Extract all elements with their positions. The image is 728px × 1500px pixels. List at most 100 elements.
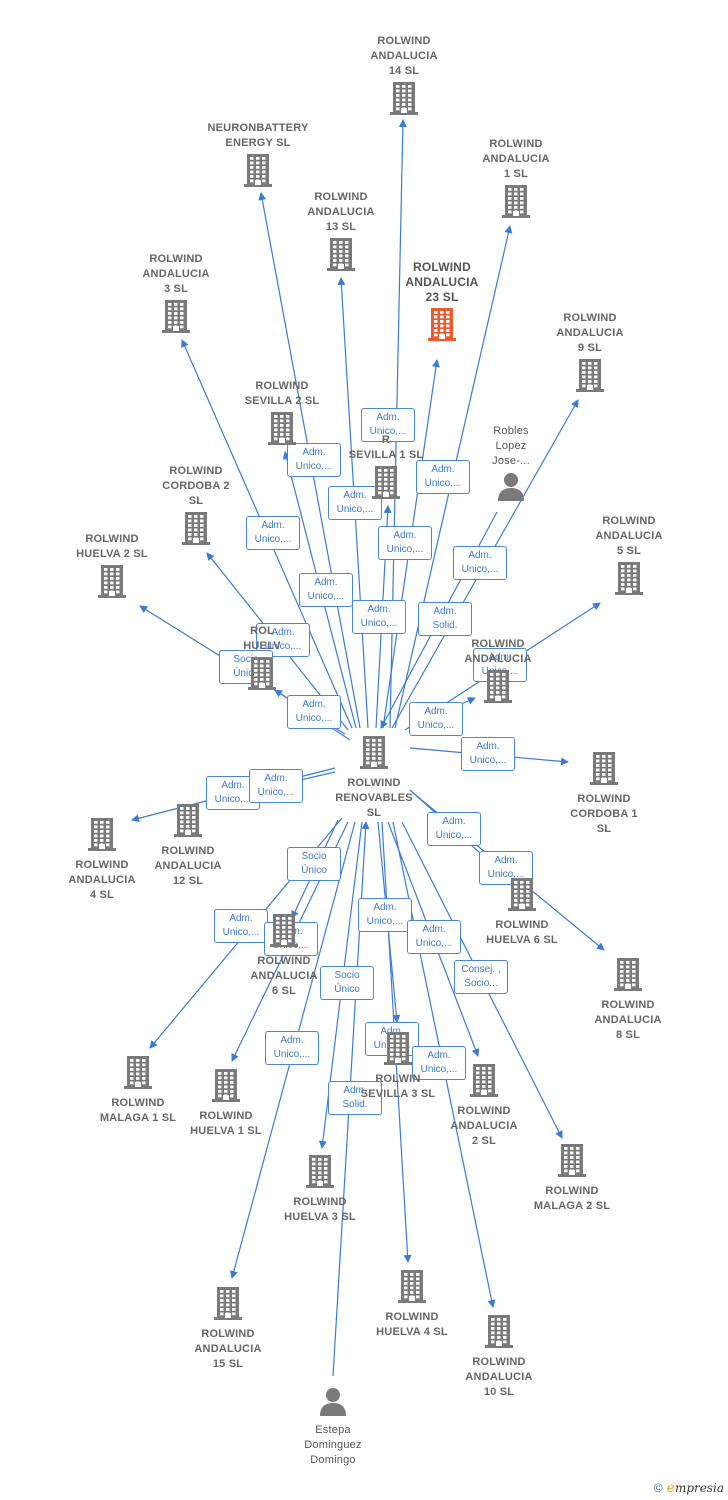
- edge-label-estepa[interactable]: Adm. Solid.: [328, 1081, 382, 1115]
- building-icon: [202, 656, 322, 695]
- building-icon: [344, 81, 464, 120]
- node-aX[interactable]: ROLWIND ANDALUCIA: [438, 637, 558, 710]
- building-icon: [326, 465, 446, 504]
- node-a15[interactable]: ROLWIND ANDALUCIA 15 SL: [168, 1284, 288, 1372]
- building-icon: [224, 913, 344, 952]
- building-icon: [116, 299, 236, 338]
- node-label: ROLWIND ANDALUCIA 13 SL: [307, 191, 375, 233]
- edge-label-huel3[interactable]: Socio Único: [320, 966, 374, 1000]
- edge-label-a12[interactable]: Adm. Unico,...: [249, 769, 303, 803]
- building-icon: [198, 153, 318, 192]
- node-neuron[interactable]: NEURONBATTERY ENERGY SL: [198, 121, 318, 194]
- node-a14[interactable]: ROLWIND ANDALUCIA 14 SL: [344, 34, 464, 122]
- node-label: ROLWIND ANDALUCIA 12 SL: [154, 845, 222, 887]
- node-a2[interactable]: ROLWIND ANDALUCIA 2 SL: [424, 1061, 544, 1149]
- building-icon: [568, 957, 688, 996]
- edge-label-sev2[interactable]: Adm. Unico,...: [299, 573, 353, 607]
- node-mal2[interactable]: ROLWIND MALAGA 2 SL: [512, 1141, 632, 1214]
- edge-label-sev1[interactable]: Adm. Unico,...: [352, 600, 406, 634]
- node-label: ROLWIND ANDALUCIA 2 SL: [450, 1105, 518, 1147]
- node-label: ROLWIND HUELVA 2 SL: [76, 533, 148, 560]
- edge-label-a15[interactable]: Adm. Unico,...: [265, 1031, 319, 1065]
- node-label: ROL HUELV: [243, 625, 281, 652]
- node-a9[interactable]: ROLWIND ANDALUCIA 9 SL: [530, 311, 650, 399]
- node-label: ROLWIND ANDALUCIA 3 SL: [142, 253, 210, 295]
- building-icon: [260, 1154, 380, 1193]
- node-a4[interactable]: ROLWIND ANDALUCIA 4 SL: [42, 815, 162, 903]
- node-a3[interactable]: ROLWIND ANDALUCIA 3 SL: [116, 252, 236, 340]
- node-sev1[interactable]: R SEVILLA 1 SL: [326, 433, 446, 506]
- edge-label-a13[interactable]: Adm. Unico,...: [328, 486, 382, 520]
- node-huel4[interactable]: ROLWIND HUELVA 4 SL: [352, 1267, 472, 1340]
- edge-label-a6[interactable]: Socio Único: [287, 847, 341, 881]
- building-icon: [338, 1031, 458, 1070]
- node-cord1[interactable]: ROLWIND CORDOBA 1 SL: [544, 749, 664, 837]
- node-a10[interactable]: ROLWIND ANDALUCIA 10 SL: [439, 1312, 559, 1400]
- node-a6[interactable]: ROLWIND ANDALUCIA 6 SL: [224, 911, 344, 999]
- edge-label-mal2[interactable]: Consej. , Socio...: [454, 960, 508, 994]
- building-icon: [222, 411, 342, 450]
- building-icon: [456, 184, 576, 223]
- edge-label-a9[interactable]: Adm. Unico,...: [453, 546, 507, 580]
- building-icon: [42, 817, 162, 856]
- node-huel2[interactable]: ROLWIND HUELVA 2 SL: [52, 532, 172, 605]
- building-icon: [281, 237, 401, 276]
- node-label: ROLWIND ANDALUCIA 1 SL: [482, 138, 550, 180]
- building-icon: [569, 561, 689, 600]
- edge-label-cord1[interactable]: Adm. Unico,...: [461, 737, 515, 771]
- edge-label-a10[interactable]: Adm. Unico,...: [412, 1046, 466, 1080]
- node-label: Estepa Dominguez Domingo: [304, 1424, 362, 1466]
- node-estepa[interactable]: Estepa Dominguez Domingo: [273, 1384, 393, 1468]
- node-sev3[interactable]: ROLWIN SEVILLA 3 SL: [338, 1029, 458, 1102]
- node-label: R SEVILLA 1 SL: [348, 434, 424, 461]
- node-label: ROLWIND MALAGA 1 SL: [99, 1097, 177, 1124]
- edge-label-huel6[interactable]: Adm. Unico,...: [427, 812, 481, 846]
- node-label: ROLWIND HUELVA 1 SL: [190, 1110, 262, 1137]
- node-a8[interactable]: ROLWIND ANDALUCIA 8 SL: [568, 955, 688, 1043]
- edge-label-robles[interactable]: Adm. Solid.: [418, 602, 472, 636]
- node-mal1[interactable]: ROLWIND MALAGA 1 SL: [78, 1053, 198, 1126]
- node-center[interactable]: ROLWIND RENOVABLES SL: [314, 733, 434, 821]
- node-label: ROLWIND ANDALUCIA 10 SL: [465, 1356, 533, 1398]
- node-label: NEURONBATTERY ENERGY SL: [207, 122, 309, 149]
- node-a1[interactable]: ROLWIND ANDALUCIA 1 SL: [456, 137, 576, 225]
- node-huelX[interactable]: ROL HUELV: [202, 624, 322, 697]
- edge-label-a23[interactable]: Adm. Unico,...: [378, 526, 432, 560]
- edge-label-sev3[interactable]: Adm. Unico,...: [358, 898, 412, 932]
- edge-label-a14[interactable]: Adm. Unico,...: [361, 408, 415, 442]
- edge-label-mal1[interactable]: Adm. Unico,...: [214, 909, 268, 943]
- node-cord2[interactable]: ROLWIND CORDOBA 2 SL: [136, 464, 256, 552]
- edge-label-a2[interactable]: Adm. Unico,...: [407, 920, 461, 954]
- building-icon: [438, 669, 558, 708]
- node-label: ROLWIND CORDOBA 1 SL: [570, 793, 638, 835]
- building-icon: [530, 358, 650, 397]
- building-icon: [52, 564, 172, 603]
- node-a13[interactable]: ROLWIND ANDALUCIA 13 SL: [281, 190, 401, 278]
- node-huel6[interactable]: ROLWIND HUELVA 6 SL: [462, 875, 582, 948]
- node-label: Robles Lopez Jose-...: [492, 425, 530, 467]
- building-icon: [352, 1269, 472, 1308]
- node-label: ROLWIND ANDALUCIA 23 SL: [405, 260, 479, 304]
- edge-label-a1[interactable]: Adm. Unico,...: [416, 460, 470, 494]
- node-label: ROLWIND ANDALUCIA 4 SL: [68, 859, 136, 901]
- building-icon: [314, 735, 434, 774]
- node-a12[interactable]: ROLWIND ANDALUCIA 12 SL: [128, 801, 248, 889]
- node-label: ROLWIN SEVILLA 3 SL: [360, 1073, 436, 1100]
- node-a5[interactable]: ROLWIND ANDALUCIA 5 SL: [569, 514, 689, 602]
- edge-label-a3[interactable]: Adm. Unico,...: [246, 516, 300, 550]
- node-huel3[interactable]: ROLWIND HUELVA 3 SL: [260, 1152, 380, 1225]
- node-a23[interactable]: ROLWIND ANDALUCIA 23 SL: [382, 260, 502, 348]
- person-icon: [273, 1386, 393, 1421]
- node-huel1[interactable]: ROLWIND HUELVA 1 SL: [166, 1066, 286, 1139]
- node-label: ROLWIND ANDALUCIA 9 SL: [556, 312, 624, 354]
- building-icon: [128, 803, 248, 842]
- building-icon: [168, 1286, 288, 1325]
- node-robles[interactable]: Robles Lopez Jose-...: [451, 424, 571, 508]
- brand-footer[interactable]: ©empresia: [654, 1480, 724, 1496]
- node-label: ROLWIND ANDALUCIA 5 SL: [595, 515, 663, 557]
- edge-label-huelX[interactable]: Adm. Unico,...: [287, 695, 341, 729]
- node-sev2[interactable]: ROLWIND SEVILLA 2 SL: [222, 379, 342, 452]
- edge-label-aX[interactable]: Adm. Unico,...: [409, 702, 463, 736]
- empresia-logo-initial: e: [666, 1480, 675, 1496]
- edge-label-neuron[interactable]: Adm. Unico,...: [287, 443, 341, 477]
